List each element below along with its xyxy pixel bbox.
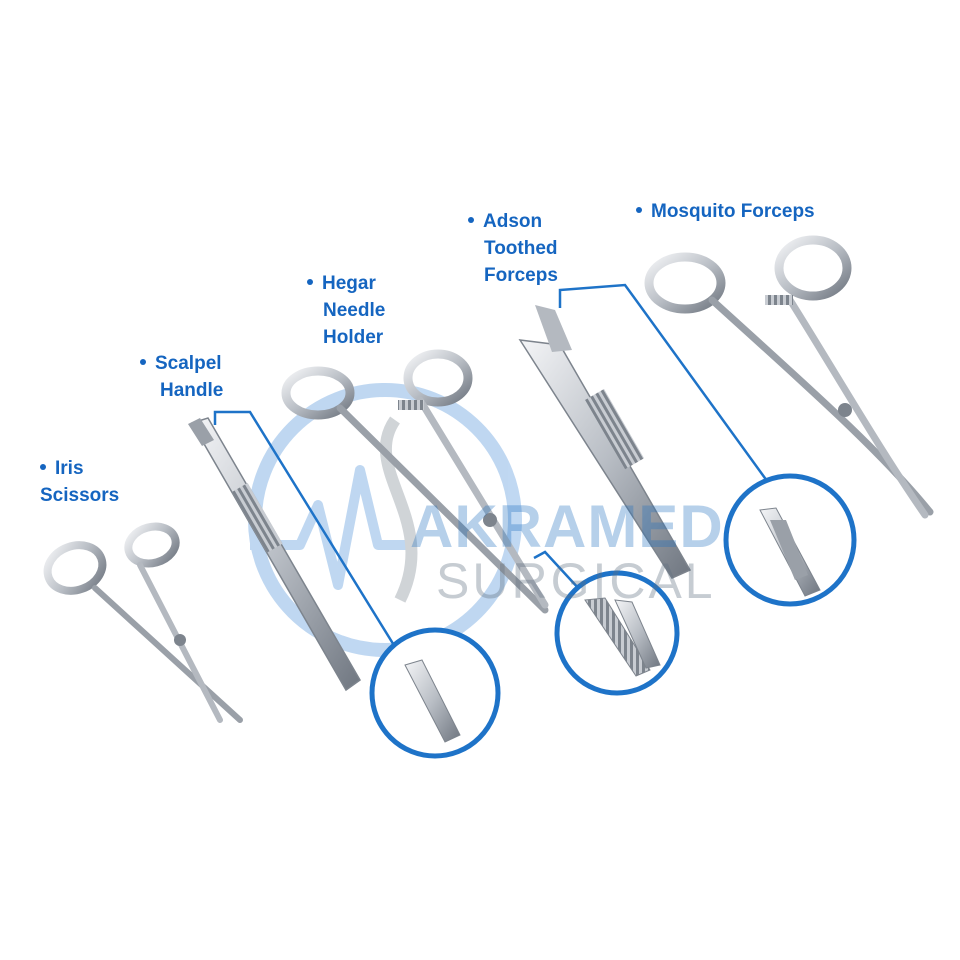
zoom-detail-scalpel bbox=[369, 627, 501, 759]
mosquito-forceps-illustration bbox=[644, 235, 934, 519]
adson-forceps-illustration bbox=[518, 305, 692, 579]
bullet-dot bbox=[40, 463, 46, 470]
watermark-brand-text: AKRAMED bbox=[410, 493, 724, 560]
label-adson-toothed-forceps: Adson Toothed Forceps bbox=[468, 208, 558, 289]
hegar-needle-holder-illustration bbox=[281, 349, 549, 614]
bullet-dot bbox=[468, 216, 474, 223]
zoom-detail-hegar bbox=[554, 570, 680, 696]
bullet-dot bbox=[140, 358, 146, 365]
bullet-dot bbox=[307, 278, 313, 285]
watermark-sub-text: SURGICAL bbox=[436, 553, 716, 609]
scalpel-callout-line bbox=[213, 410, 402, 656]
hegar-callout-line bbox=[533, 550, 581, 591]
scalpel-handle-illustration bbox=[188, 417, 361, 692]
iris-scissors-illustration bbox=[43, 522, 243, 723]
callout-lines bbox=[213, 283, 772, 656]
label-scalpel-handle: Scalpel Handle bbox=[140, 350, 223, 404]
adson-callout-line bbox=[558, 283, 772, 486]
label-mosquito-forceps: Mosquito Forceps bbox=[636, 198, 815, 225]
bullet-dot bbox=[636, 206, 642, 213]
label-hegar-needle-holder: Hegar Needle Holder bbox=[307, 270, 385, 351]
zoom-detail-adson bbox=[723, 473, 857, 607]
label-iris-scissors: Iris Scissors bbox=[40, 458, 120, 506]
